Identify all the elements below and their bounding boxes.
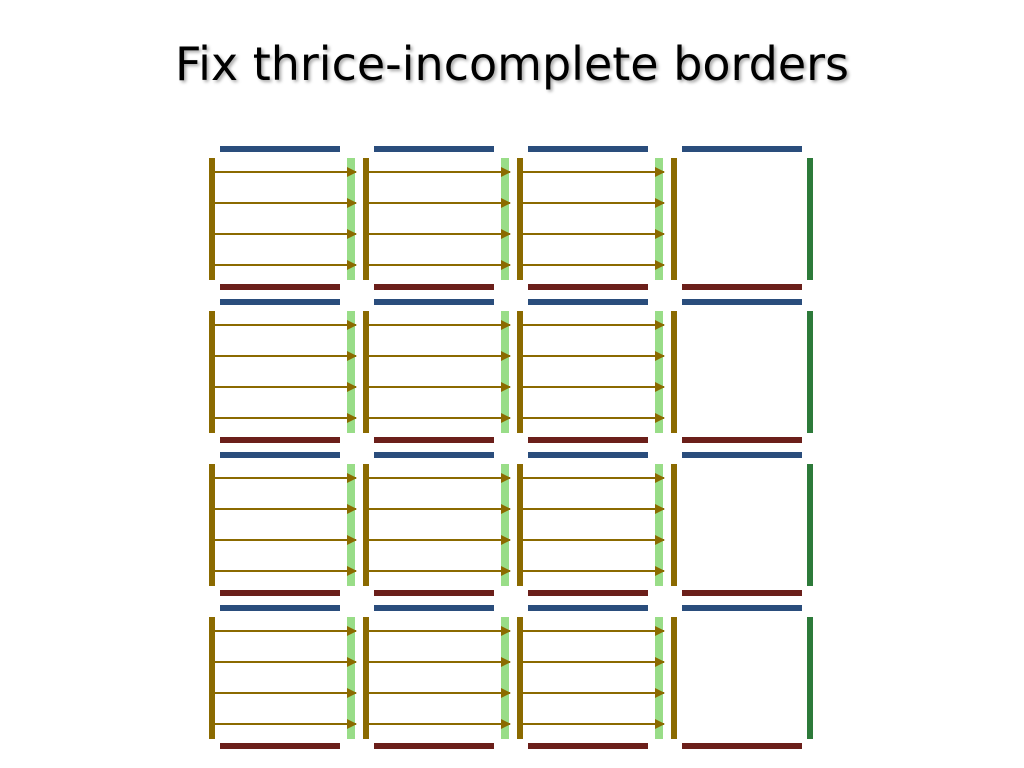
slide-title: Fix thrice-incomplete borders xyxy=(174,37,850,91)
tiles-layer xyxy=(209,146,813,749)
